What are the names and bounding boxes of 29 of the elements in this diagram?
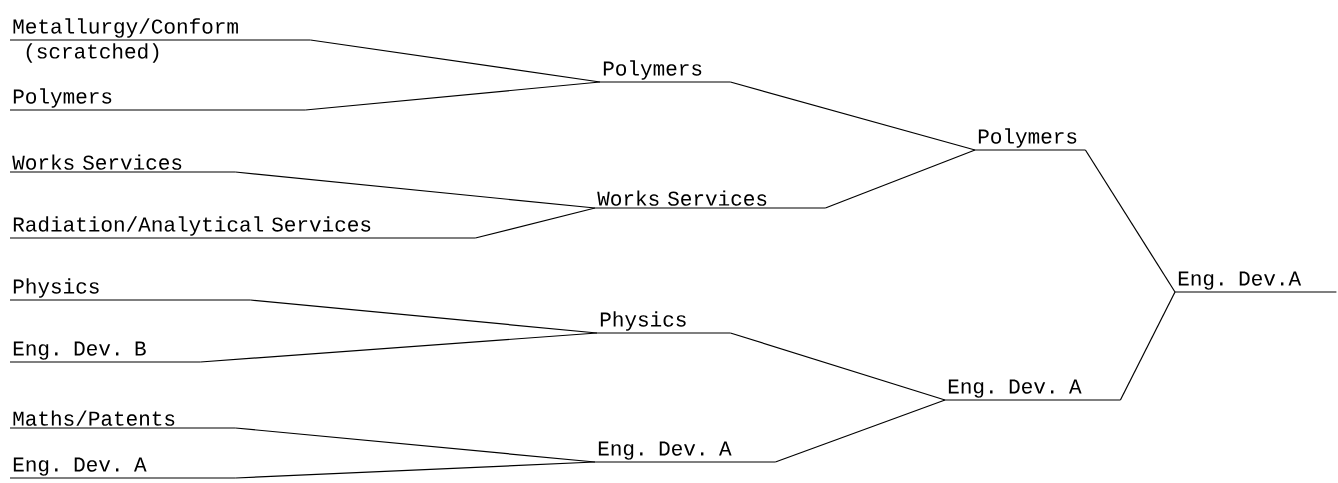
bracket-entry: Eng. Dev. A: [594, 441, 776, 463]
bracket-line: [1119, 291, 1176, 401]
bracket-entry: Works Services: [9, 154, 236, 173]
bracket-line: [824, 149, 976, 209]
bracket-line: [234, 171, 596, 209]
bracket-entry: Radiation/Analytical Services: [9, 216, 476, 239]
note-text: (scratched): [26, 43, 159, 63]
bracket-entry: Eng. Dev. A: [9, 457, 236, 479]
bracket-line: [1084, 149, 1176, 293]
bracket-entry: Eng. Dev.A: [1174, 271, 1337, 293]
bracket-entry: Physics: [596, 311, 731, 334]
bracket-line: [234, 461, 596, 479]
bracket-entry: Eng. Dev. B: [9, 341, 201, 363]
bracket-entry: Polymers: [974, 128, 1086, 151]
bracket-entry: Metallurgy/Conform: [9, 18, 311, 41]
bracket-line: [729, 81, 976, 151]
bracket-entry: Works Services: [594, 190, 826, 209]
bracket-line: [199, 332, 598, 363]
bracket-entry: Physics: [9, 278, 251, 301]
bracket-entry: Polymers: [599, 60, 731, 83]
bracket-line: [729, 332, 946, 401]
bracket-entry: Maths/Patents: [9, 410, 236, 429]
bracket-line: [309, 39, 601, 83]
bracket-line: [249, 299, 598, 334]
bracket-entry: Eng. Dev. A: [944, 379, 1121, 401]
bracket-line: [474, 207, 596, 239]
bracket-entry: Polymers: [9, 88, 306, 111]
bracket-line: [304, 81, 601, 111]
bracket-line: [774, 399, 946, 463]
